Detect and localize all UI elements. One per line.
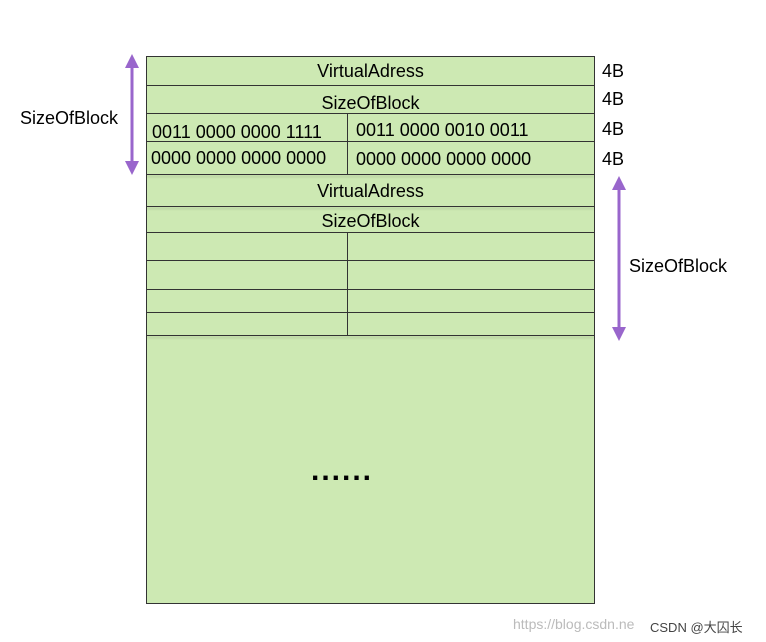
left-double-arrow [125, 54, 139, 175]
block1-row-divider-1 [147, 85, 594, 86]
block1-column-divider [347, 113, 348, 174]
block2-row-divider-3 [147, 260, 594, 261]
block2-size-of-block: SizeOfBlock [321, 211, 420, 231]
size-label-entry-2: 4B [602, 149, 625, 169]
block2-virtual-address: VirtualAdress [317, 181, 424, 201]
size-label-size-of-block: 4B [602, 89, 625, 109]
left-size-of-block-label: SizeOfBlock [20, 108, 119, 128]
watermark-url: https://blog.csdn.ne [513, 616, 635, 632]
block2-top-divider [147, 174, 594, 175]
block1-size-of-block: SizeOfBlock [321, 93, 420, 113]
memory-layout-box [146, 56, 595, 604]
block1-virtual-address: VirtualAdress [317, 61, 424, 81]
continuation-ellipsis: ...... [311, 454, 374, 487]
watermark-author: CSDN @大囚长 [648, 617, 745, 636]
block2-row-divider-1 [147, 206, 594, 207]
size-label-entry-1: 4B [602, 119, 625, 139]
block1-entry-1-right: 0011 0000 0010 0011 [356, 120, 529, 140]
block1-row-divider-3 [147, 141, 594, 142]
block1-entry-2-right: 0000 0000 0000 0000 [356, 149, 532, 169]
block2-bottom-divider [147, 335, 594, 336]
block2-column-divider [347, 232, 348, 335]
block2-row-divider-5 [147, 312, 594, 313]
block1-row-divider-2 [147, 113, 594, 114]
block1-entry-2-left: 0000 0000 0000 0000 [151, 148, 327, 168]
block2-row-divider-2 [147, 232, 594, 233]
right-size-of-block-label: SizeOfBlock [629, 256, 728, 276]
block2-row-divider-4 [147, 289, 594, 290]
block1-entry-1-left: 0011 0000 0000 1111 [152, 122, 322, 142]
size-label-virtual-address: 4B [602, 61, 625, 81]
right-double-arrow [612, 176, 626, 341]
